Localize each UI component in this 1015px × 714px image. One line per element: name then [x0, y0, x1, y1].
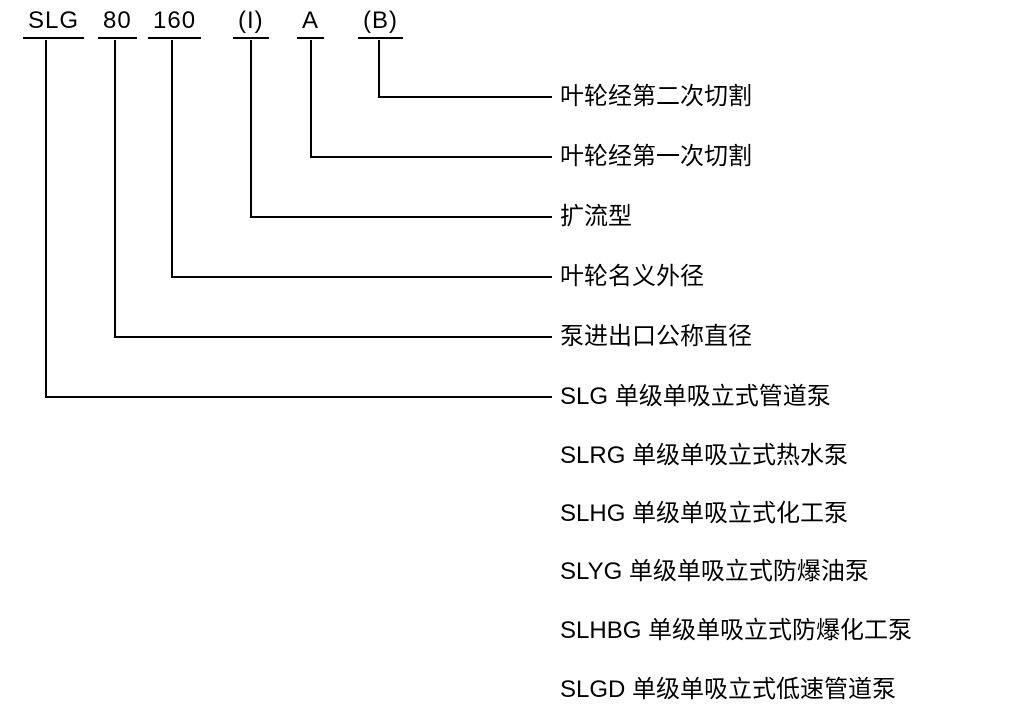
callout-label-flow-type: 扩流型 [560, 203, 632, 230]
callout-label-second-cut: 叶轮经第二次切割 [560, 83, 752, 110]
callout-label-port-dia: 泵进出口公称直径 [560, 323, 752, 350]
model-list-item-slhbg: SLHBG 单级单吸立式防爆化工泵 [560, 617, 913, 644]
model-list-item-slrg: SLRG 单级单吸立式热水泵 [560, 442, 849, 469]
callout-label-impeller-dia: 叶轮名义外径 [560, 263, 704, 290]
code-segment-80: 80 [98, 8, 137, 39]
code-segment-slg: SLG [23, 8, 85, 39]
connector-b [378, 40, 552, 98]
code-segment-a: A [297, 8, 325, 39]
model-list-item-slgd: SLGD 单级单吸立式低速管道泵 [560, 676, 897, 703]
code-segment-160: 160 [148, 8, 202, 39]
code-segment-b: (B) [358, 8, 403, 39]
model-list-item-slhg: SLHG 单级单吸立式化工泵 [560, 500, 849, 527]
connector-80 [114, 40, 552, 338]
callout-label-first-cut: 叶轮经第一次切割 [560, 143, 752, 170]
connector-a [310, 40, 552, 158]
model-list-item-slyg: SLYG 单级单吸立式防爆油泵 [560, 558, 869, 585]
connector-slg [45, 40, 552, 398]
callout-label-slg-type: SLG 单级单吸立式管道泵 [560, 383, 831, 410]
connector-i [250, 40, 552, 218]
code-segment-i: (I) [233, 8, 269, 39]
connector-160 [171, 40, 552, 278]
